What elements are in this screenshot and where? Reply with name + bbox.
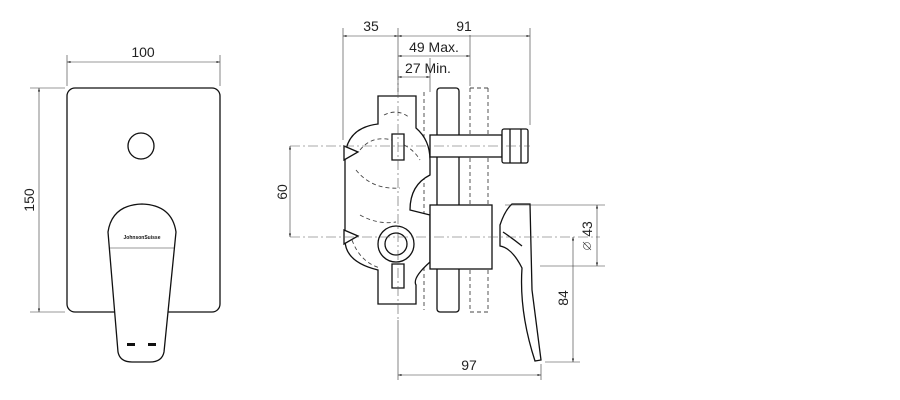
dim-total-depth: 91 [456,18,472,34]
hot-indicator [127,343,135,346]
left-lug-upper [343,145,360,162]
dim-plate-width: 100 [131,44,155,60]
side-view: 35 91 49 Max. 27 Min. 60 43 84 97 [274,18,605,380]
dim-min-wall: 27 Min. [405,60,451,76]
outlet-port-outer [377,225,415,263]
handle-front [107,203,177,363]
dim-max-wall: 49 Max. [409,39,459,55]
dim-plate-height: 150 [21,188,37,212]
mixer-body [344,95,431,305]
dim-body-depth: 35 [363,18,379,34]
brand-logo: JohnsonSuisse [124,235,161,241]
dim-handle-diameter: 43 [579,221,595,237]
dim-handle-projection: 97 [461,357,477,373]
cover-plate-side [436,87,460,313]
diameter-symbol-icon [583,242,591,250]
dim-handle-height: 84 [555,290,571,306]
handle-side [499,203,542,362]
diverter-button [127,132,155,160]
front-view: JohnsonSuisse 100 150 [21,44,221,363]
outlet-port-inner [384,232,408,256]
dim-outlet-spacing: 60 [274,184,290,200]
cold-indicator [148,343,156,346]
